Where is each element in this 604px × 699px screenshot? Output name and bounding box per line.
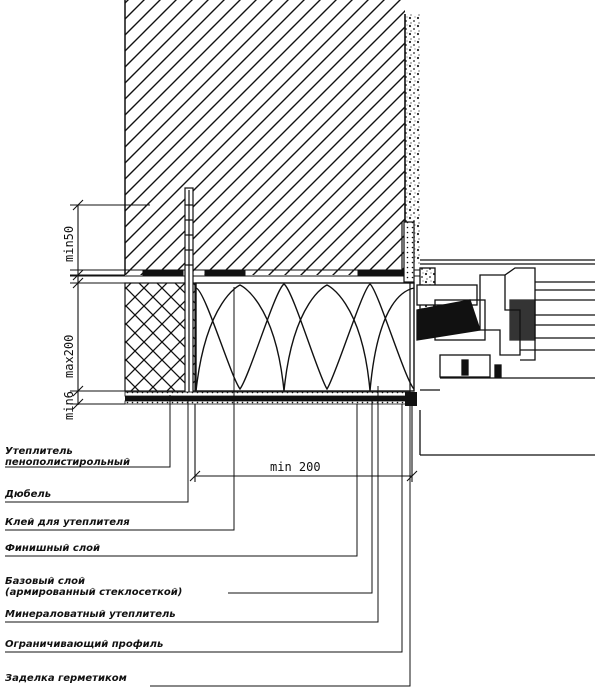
foam-polystyrene-block bbox=[124, 282, 196, 392]
dim-min50: min50 bbox=[62, 226, 76, 262]
label-foam-insulation: Утеплитель пенополистирольный bbox=[5, 446, 130, 468]
dowel bbox=[184, 187, 194, 399]
mineral-wool-block bbox=[195, 282, 415, 392]
limiting-profile-part bbox=[401, 221, 415, 392]
label-dowel: Дюбель bbox=[5, 489, 52, 500]
window-frame-profile bbox=[416, 259, 595, 456]
leader-lines bbox=[5, 287, 411, 687]
render-layers bbox=[124, 391, 417, 406]
vertical-dimension-line bbox=[70, 199, 150, 410]
dim-min200: min 200 bbox=[270, 460, 321, 474]
label-limiting-profile: Ограничивающий профиль bbox=[5, 639, 164, 650]
dim-min6: min6 bbox=[62, 391, 76, 420]
label-insulation-glue: Клей для утеплителя bbox=[5, 517, 130, 528]
label-base-layer: Базовый слой (армированный стеклосеткой) bbox=[5, 576, 183, 598]
slab-edge-lines bbox=[70, 269, 420, 277]
dim-max200: max200 bbox=[62, 335, 76, 378]
horizontal-dimension-line bbox=[189, 404, 418, 482]
label-mineral-wool: Минераловатный утеплитель bbox=[5, 609, 176, 620]
concrete-wall bbox=[124, 0, 405, 275]
label-finish-layer: Финишный слой bbox=[5, 543, 101, 554]
label-sealant: Заделка герметиком bbox=[5, 673, 127, 684]
